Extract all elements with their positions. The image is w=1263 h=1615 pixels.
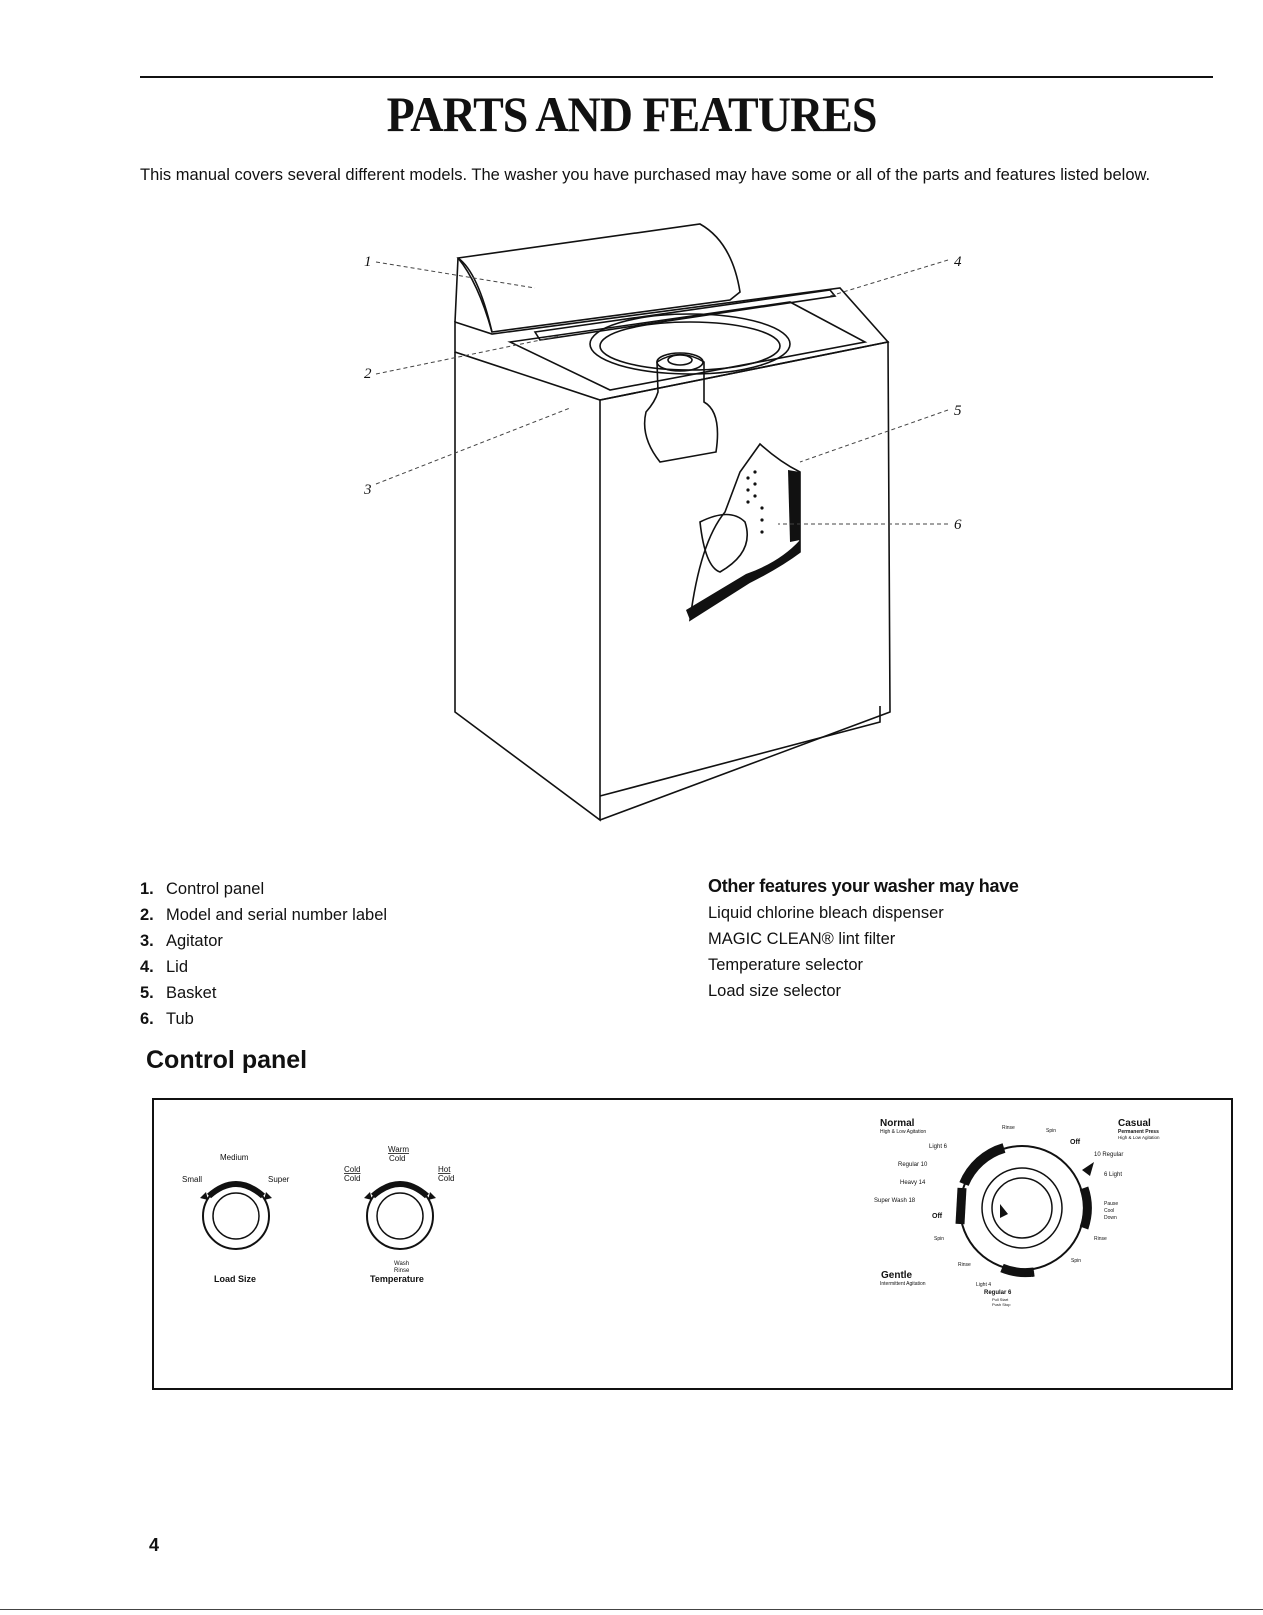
page-title: PARTS AND FEATURES bbox=[386, 86, 878, 143]
part-label: Agitator bbox=[166, 932, 223, 950]
callout-4: 4 bbox=[954, 254, 962, 270]
list-item: 4. Lid bbox=[140, 954, 387, 980]
list-item: 1. Control panel bbox=[140, 876, 387, 902]
part-label: Lid bbox=[166, 958, 189, 976]
temp-wash-label: Wash bbox=[394, 1261, 409, 1267]
cycle-push-stop: Push Stop bbox=[992, 1302, 1011, 1307]
part-number: 5. bbox=[140, 984, 154, 1002]
callout-1: 1 bbox=[364, 254, 372, 270]
cycle-casual: Casual bbox=[1118, 1118, 1151, 1129]
cycle-dial[interactable] bbox=[955, 1143, 1094, 1278]
cycle-light-6: Light 6 bbox=[929, 1144, 948, 1150]
temp-warm-rinse: Cold bbox=[389, 1154, 405, 1163]
cycle-casual-sub: Permanent Press bbox=[1118, 1129, 1159, 1135]
cycle-off-left: Off bbox=[932, 1213, 943, 1220]
bottom-rule bbox=[0, 1609, 1263, 1610]
cycle-gentle: Gentle bbox=[881, 1270, 913, 1281]
cycle-regular-10: Regular 10 bbox=[898, 1162, 928, 1168]
cycle-off-bottom: Off bbox=[1024, 1272, 1035, 1279]
part-number: 6. bbox=[140, 1010, 154, 1028]
cycle-casual-6: 6 Light bbox=[1104, 1172, 1122, 1178]
tub-wall-shading bbox=[788, 470, 800, 542]
part-number: 4. bbox=[140, 958, 154, 976]
intro-paragraph: This manual covers several different mod… bbox=[140, 166, 1151, 184]
temp-hot: Hot bbox=[438, 1165, 451, 1174]
list-item: 6. Tub bbox=[140, 1006, 387, 1032]
agitator-drawing bbox=[643, 353, 719, 463]
load-size-knob[interactable] bbox=[200, 1181, 272, 1250]
callout-6: 6 bbox=[954, 517, 962, 533]
temp-warm: Warm bbox=[388, 1145, 409, 1154]
part-label: Model and serial number label bbox=[166, 906, 388, 924]
list-item: MAGIC CLEAN® lint filter bbox=[708, 930, 896, 948]
part-label: Tub bbox=[166, 1010, 194, 1028]
part-number: 3. bbox=[140, 932, 154, 950]
cycle-down: Down bbox=[1104, 1215, 1117, 1221]
cycle-spin-left: Spin bbox=[934, 1236, 944, 1242]
cycle-heavy-14: Heavy 14 bbox=[900, 1180, 926, 1186]
cycle-normal: Normal bbox=[880, 1118, 915, 1129]
control-panel-heading: Control panel bbox=[146, 1046, 308, 1074]
parts-list: 1. Control panel 2. Model and serial numbe… bbox=[140, 876, 387, 1032]
page-number: 4 bbox=[149, 1535, 160, 1555]
cycle-off-top: Off bbox=[1070, 1139, 1081, 1146]
temperature-caption: Temperature bbox=[370, 1274, 424, 1284]
cycle-casual-10: 10 Regular bbox=[1094, 1152, 1123, 1158]
part-label: Control panel bbox=[166, 880, 265, 898]
temp-hot-rinse: Cold bbox=[438, 1174, 454, 1183]
temp-cold-rinse: Cold bbox=[344, 1174, 360, 1183]
cycle-rinse-top: Rinse bbox=[1002, 1125, 1015, 1131]
part-label: Basket bbox=[166, 984, 217, 1002]
load-size-super: Super bbox=[268, 1175, 290, 1184]
list-item: 3. Agitator bbox=[140, 928, 387, 954]
cycle-gentle-regular: Regular 6 bbox=[984, 1290, 1012, 1296]
other-features-heading: Other features your washer may have bbox=[708, 876, 1019, 896]
part-number: 2. bbox=[140, 906, 154, 924]
part-number: 1. bbox=[140, 880, 154, 898]
temp-cold: Cold bbox=[344, 1165, 360, 1174]
load-size-small: Small bbox=[182, 1175, 202, 1184]
cycle-spin-top: Spin bbox=[1046, 1128, 1056, 1134]
list-item: 5. Basket bbox=[140, 980, 387, 1006]
load-size-medium: Medium bbox=[220, 1153, 249, 1162]
control-panel-illustration: Medium Small Super Load Size Warm Cold C… bbox=[152, 1098, 1233, 1390]
list-item: Liquid chlorine bleach dispenser bbox=[708, 904, 944, 922]
cycle-rinse-right: Rinse bbox=[1094, 1236, 1107, 1242]
cycle-normal-sub: High & Low Agitation bbox=[880, 1129, 926, 1135]
callout-2: 2 bbox=[364, 366, 372, 382]
callout-5: 5 bbox=[954, 403, 962, 419]
cycle-rinse-bottom: Rinse bbox=[958, 1262, 971, 1268]
control-panel-drawing bbox=[456, 223, 741, 333]
cycle-pull-start: Pull Start bbox=[992, 1297, 1009, 1302]
cycle-spin-right: Spin bbox=[1071, 1258, 1081, 1264]
lid-drawing bbox=[533, 289, 837, 341]
cycle-pause: Pause bbox=[1104, 1201, 1118, 1207]
callout-3: 3 bbox=[363, 482, 372, 498]
other-features: Other features your washer may have Liqu… bbox=[708, 872, 1019, 1004]
list-item: Temperature selector bbox=[708, 956, 863, 974]
tub-base-shading bbox=[686, 540, 800, 620]
cycle-gentle-sub: Intermittent Agitation bbox=[880, 1281, 926, 1287]
list-item: 2. Model and serial number label bbox=[140, 902, 387, 928]
washer-diagram: 1 2 3 4 5 6 bbox=[363, 223, 962, 822]
top-rule bbox=[140, 76, 1213, 78]
temperature-knob[interactable] bbox=[364, 1181, 436, 1250]
load-size-caption: Load Size bbox=[214, 1274, 256, 1284]
cutaway-drawing bbox=[688, 442, 801, 622]
cycle-cool: Cool bbox=[1104, 1208, 1114, 1214]
cycle-casual-sub2: High & Low Agitation bbox=[1118, 1135, 1160, 1140]
list-item: Load size selector bbox=[708, 982, 841, 1000]
temp-rinse-label: Rinse bbox=[394, 1268, 410, 1274]
cycle-gentle-light: Light 4 bbox=[976, 1282, 991, 1288]
cycle-super-wash-18: Super Wash 18 bbox=[874, 1198, 916, 1204]
